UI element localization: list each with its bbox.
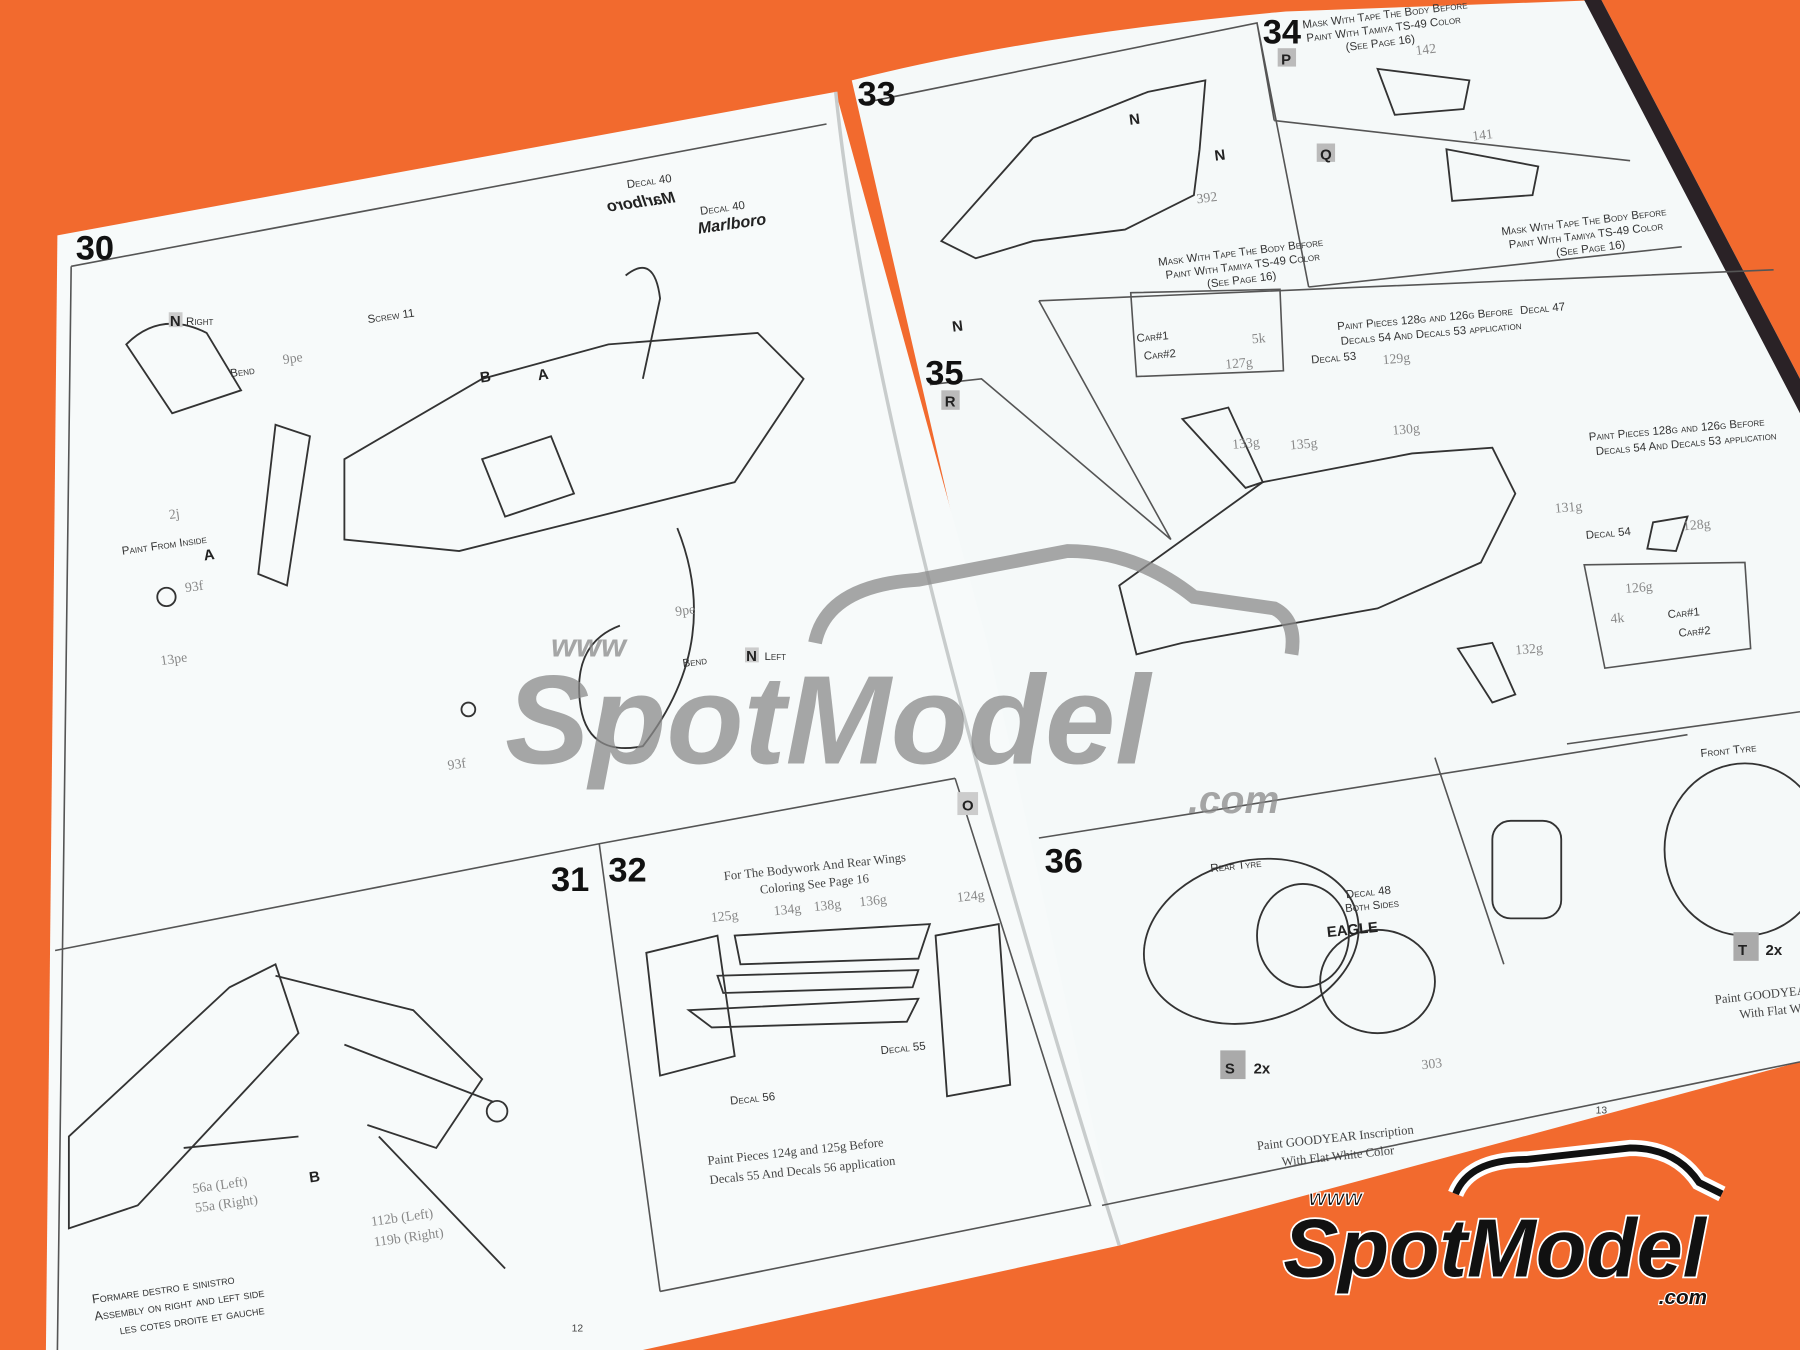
- step-35-number: 35: [925, 355, 963, 393]
- front-tyre-label: Front Tyre: [1700, 742, 1757, 760]
- decal-label: Both Sides: [1345, 898, 1400, 916]
- step-numbers: 30 31 32 33 34 35 36: [76, 14, 1301, 899]
- spotmodel-logo: www SpotModel .com: [1282, 1139, 1726, 1310]
- watermark-brand: SpotModel: [505, 649, 1153, 790]
- letter-t: T: [1738, 942, 1747, 959]
- step-34-number: 34: [1263, 14, 1301, 52]
- left-page: [45, 91, 1120, 1350]
- step-33-number: 33: [858, 76, 896, 114]
- letter-o: O: [962, 797, 974, 814]
- rear-suspension-drawing: [67, 962, 509, 1270]
- tyre-brand: EAGLE: [1326, 919, 1379, 941]
- logo-www: www: [1309, 1184, 1365, 1210]
- bend-label: Bend: [682, 655, 708, 670]
- part-label: 9pe: [674, 601, 696, 619]
- part-label: 133g: [1232, 434, 1261, 451]
- part-label: 124g: [956, 887, 985, 905]
- part-label: 130g: [1392, 420, 1421, 437]
- qty-s: 2x: [1254, 1060, 1271, 1077]
- booklet-cover-edge: [1584, 0, 1800, 414]
- letter-s: S: [1225, 1060, 1235, 1077]
- letter-n-left: N: [746, 648, 757, 665]
- left-label: Left: [765, 651, 787, 663]
- marker-n: N: [1128, 111, 1141, 129]
- marker-b: B: [479, 368, 492, 386]
- car1-label: Car#1: [1136, 330, 1169, 345]
- part-label: 9pe: [282, 349, 304, 367]
- watermark-www: www: [551, 628, 628, 664]
- left-panels: [54, 123, 1092, 1350]
- part-label: 392: [1196, 189, 1218, 206]
- decal-label: Decal 55: [880, 1041, 926, 1058]
- part-label: 127g: [1225, 354, 1254, 371]
- watermark: www SpotModel .com: [505, 544, 1300, 822]
- decal-label: Decal 47: [1520, 301, 1566, 317]
- decal-label: Decal 54: [1585, 526, 1632, 542]
- right-page: [851, 0, 1800, 1246]
- part-label: 132g: [1515, 640, 1544, 657]
- part-label: 125g: [710, 907, 739, 925]
- body-drawing: [939, 67, 1689, 704]
- part-label: 138g: [813, 896, 842, 914]
- bend-label: Bend: [230, 365, 256, 380]
- part-label: 13pe: [159, 650, 188, 669]
- part-label: 2j: [168, 506, 181, 522]
- marker-n: N: [1213, 146, 1226, 164]
- right-label: Right: [186, 316, 214, 328]
- car2-label: Car#2: [1143, 348, 1176, 363]
- logo-com: .com: [1659, 1286, 1707, 1309]
- step-31-number: 31: [551, 861, 589, 899]
- part-label: 131g: [1554, 498, 1583, 515]
- page-gutter: [834, 91, 1121, 1247]
- marker-a: A: [203, 546, 216, 564]
- marker-b: B: [308, 1168, 321, 1186]
- part-label: 93f: [184, 578, 205, 595]
- letter-n-right: N: [170, 313, 181, 330]
- part-label: 303: [1421, 1055, 1443, 1072]
- marker-a: A: [537, 366, 550, 384]
- part-label: 93f: [447, 755, 468, 772]
- marker-n: N: [951, 317, 964, 335]
- logo-brand: SpotModel: [1283, 1202, 1707, 1295]
- paint-note: With Flat W: [1739, 1001, 1800, 1021]
- part-label: 142: [1415, 41, 1437, 58]
- part-label: 129g: [1382, 350, 1411, 367]
- step-36-number: 36: [1045, 842, 1083, 880]
- step-letters: N Right N Left O P Q R S 2x T 2x: [168, 48, 1783, 1080]
- decal-label: Decal 53: [1311, 351, 1357, 367]
- letter-p: P: [1281, 51, 1291, 68]
- part-label: 134g: [773, 901, 802, 919]
- page-number-13: 13: [1596, 1106, 1608, 1117]
- letter-q: Q: [1320, 147, 1332, 164]
- page-number-12: 12: [572, 1324, 584, 1335]
- car2-label: Car#2: [1678, 625, 1711, 640]
- part-label: 4k: [1610, 610, 1625, 626]
- rear-wing-drawing: [645, 923, 1012, 1098]
- decal-label: Decal 56: [730, 1091, 776, 1108]
- car1-label: Car#1: [1667, 606, 1700, 621]
- part-label: 135g: [1289, 435, 1318, 452]
- part-label: 126g: [1624, 579, 1653, 596]
- qty-t: 2x: [1766, 942, 1783, 959]
- part-label: 5k: [1251, 330, 1266, 346]
- step-30-number: 30: [76, 229, 114, 267]
- part-label: 128g: [1682, 516, 1711, 533]
- letter-r: R: [945, 393, 956, 410]
- decal-label: Decal 48: [1345, 885, 1391, 902]
- part-label: 136g: [859, 892, 888, 910]
- rear-tyre-label: Rear Tyre: [1210, 858, 1262, 875]
- right-panels: [860, 22, 1800, 1207]
- step-32-number: 32: [608, 852, 646, 890]
- watermark-com: .com: [1188, 779, 1279, 822]
- part-label: 141: [1471, 126, 1493, 143]
